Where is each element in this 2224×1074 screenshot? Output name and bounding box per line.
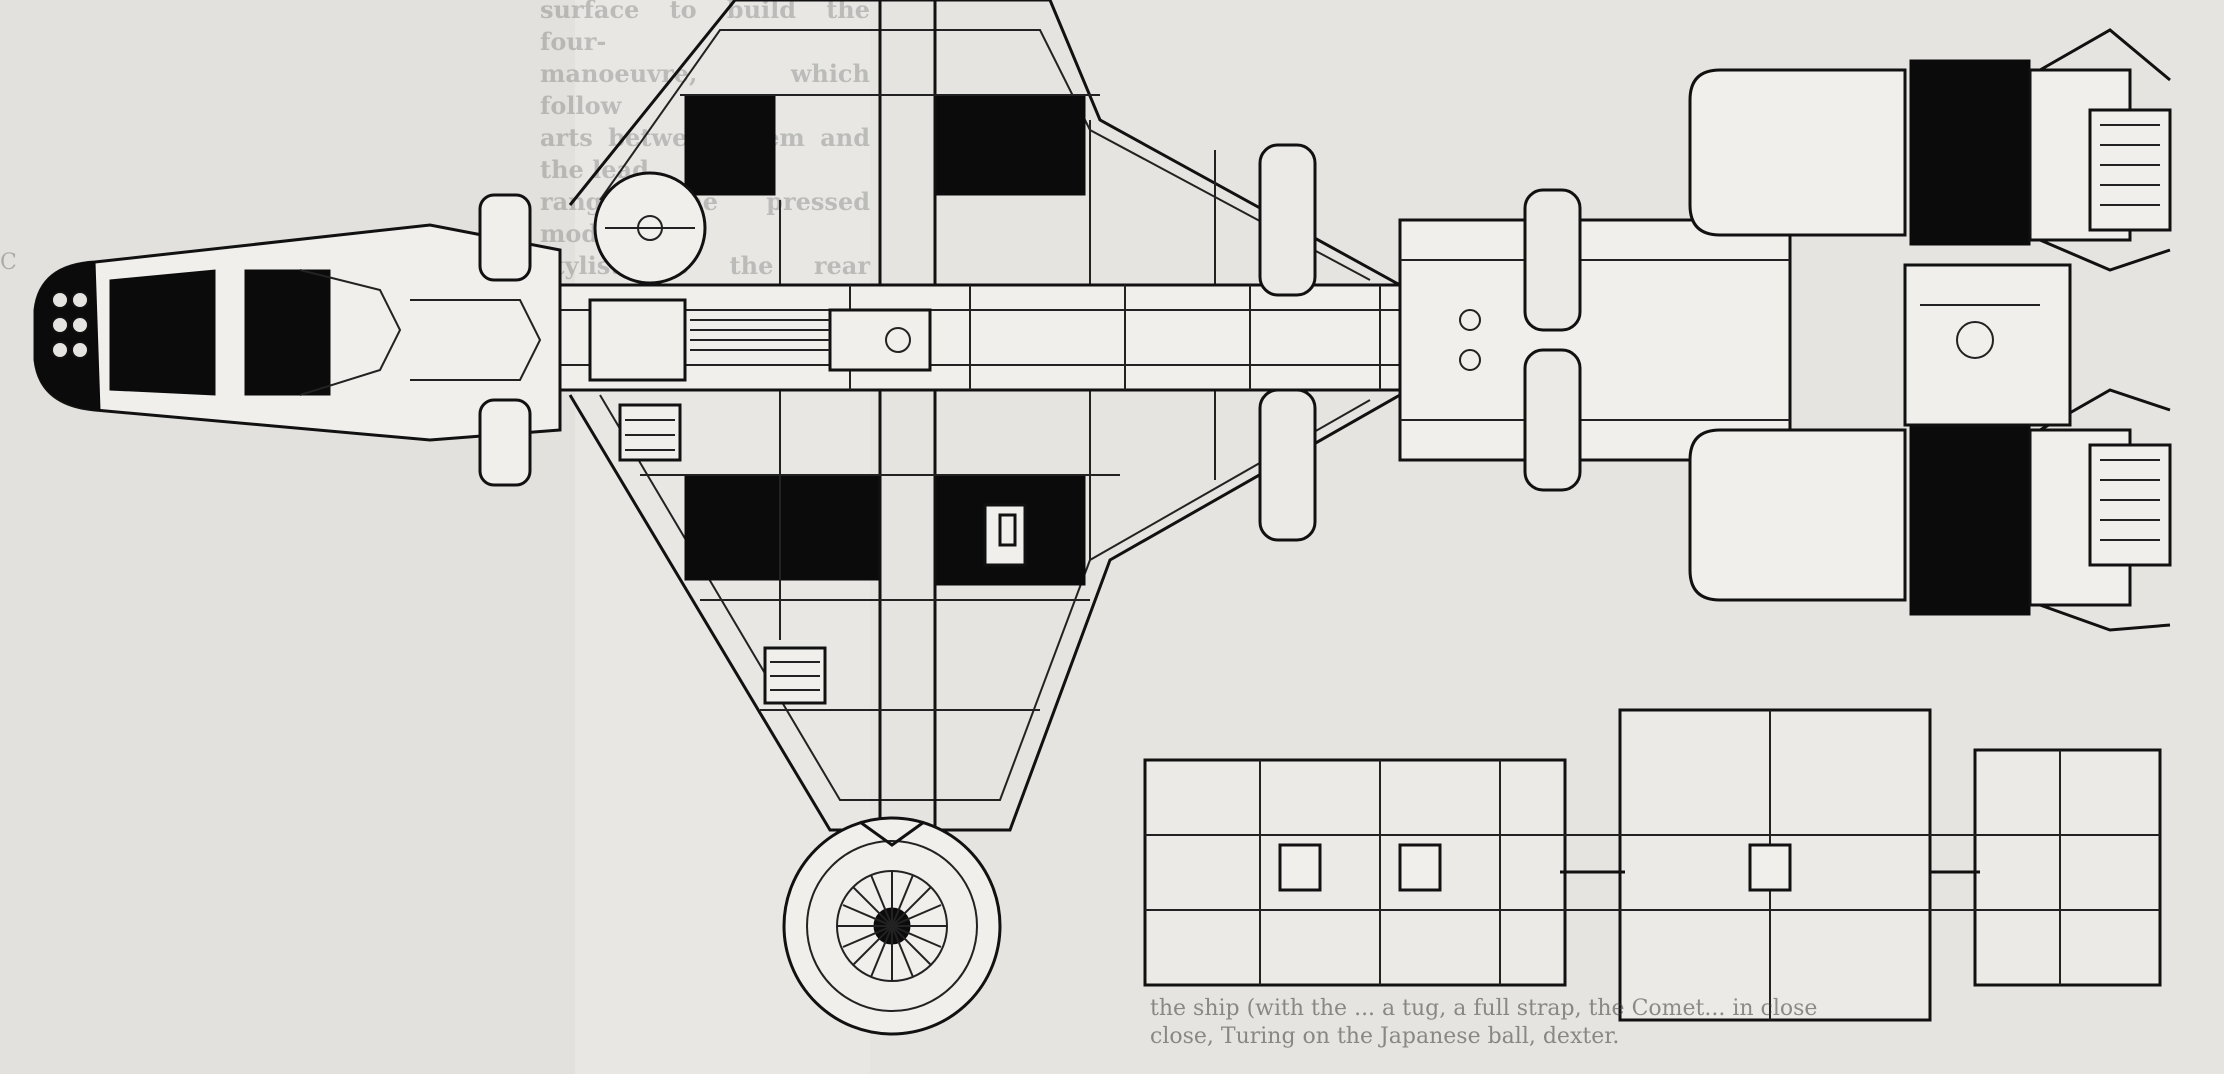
- module-side-view: [1143, 708, 2162, 1022]
- engine-connector: [1903, 263, 2072, 427]
- engine-pod-lower: [1688, 388, 2172, 632]
- cockpit-nose: [33, 193, 562, 487]
- cockpit-window-right: [244, 269, 331, 396]
- pylon-upper: [1258, 143, 1317, 297]
- figure-caption: the ship (with the ... a tug, a full str…: [1150, 996, 1818, 1049]
- wing-vent-grille: [618, 403, 827, 705]
- background-text-fragment: C: [0, 250, 17, 275]
- rear-spine: [1398, 218, 1792, 462]
- upper-wing: [568, 0, 1401, 287]
- wing-panel-black: [684, 94, 776, 196]
- engine-pod-upper: [1688, 28, 2172, 272]
- ship-top-view: [33, 0, 2172, 832]
- lower-wing: [568, 393, 1401, 832]
- rear-thruster-disc: [782, 816, 1002, 1036]
- pylon-lower: [1258, 388, 1317, 542]
- cockpit-window-left: [109, 269, 216, 396]
- page-left-margin: [0, 0, 575, 1074]
